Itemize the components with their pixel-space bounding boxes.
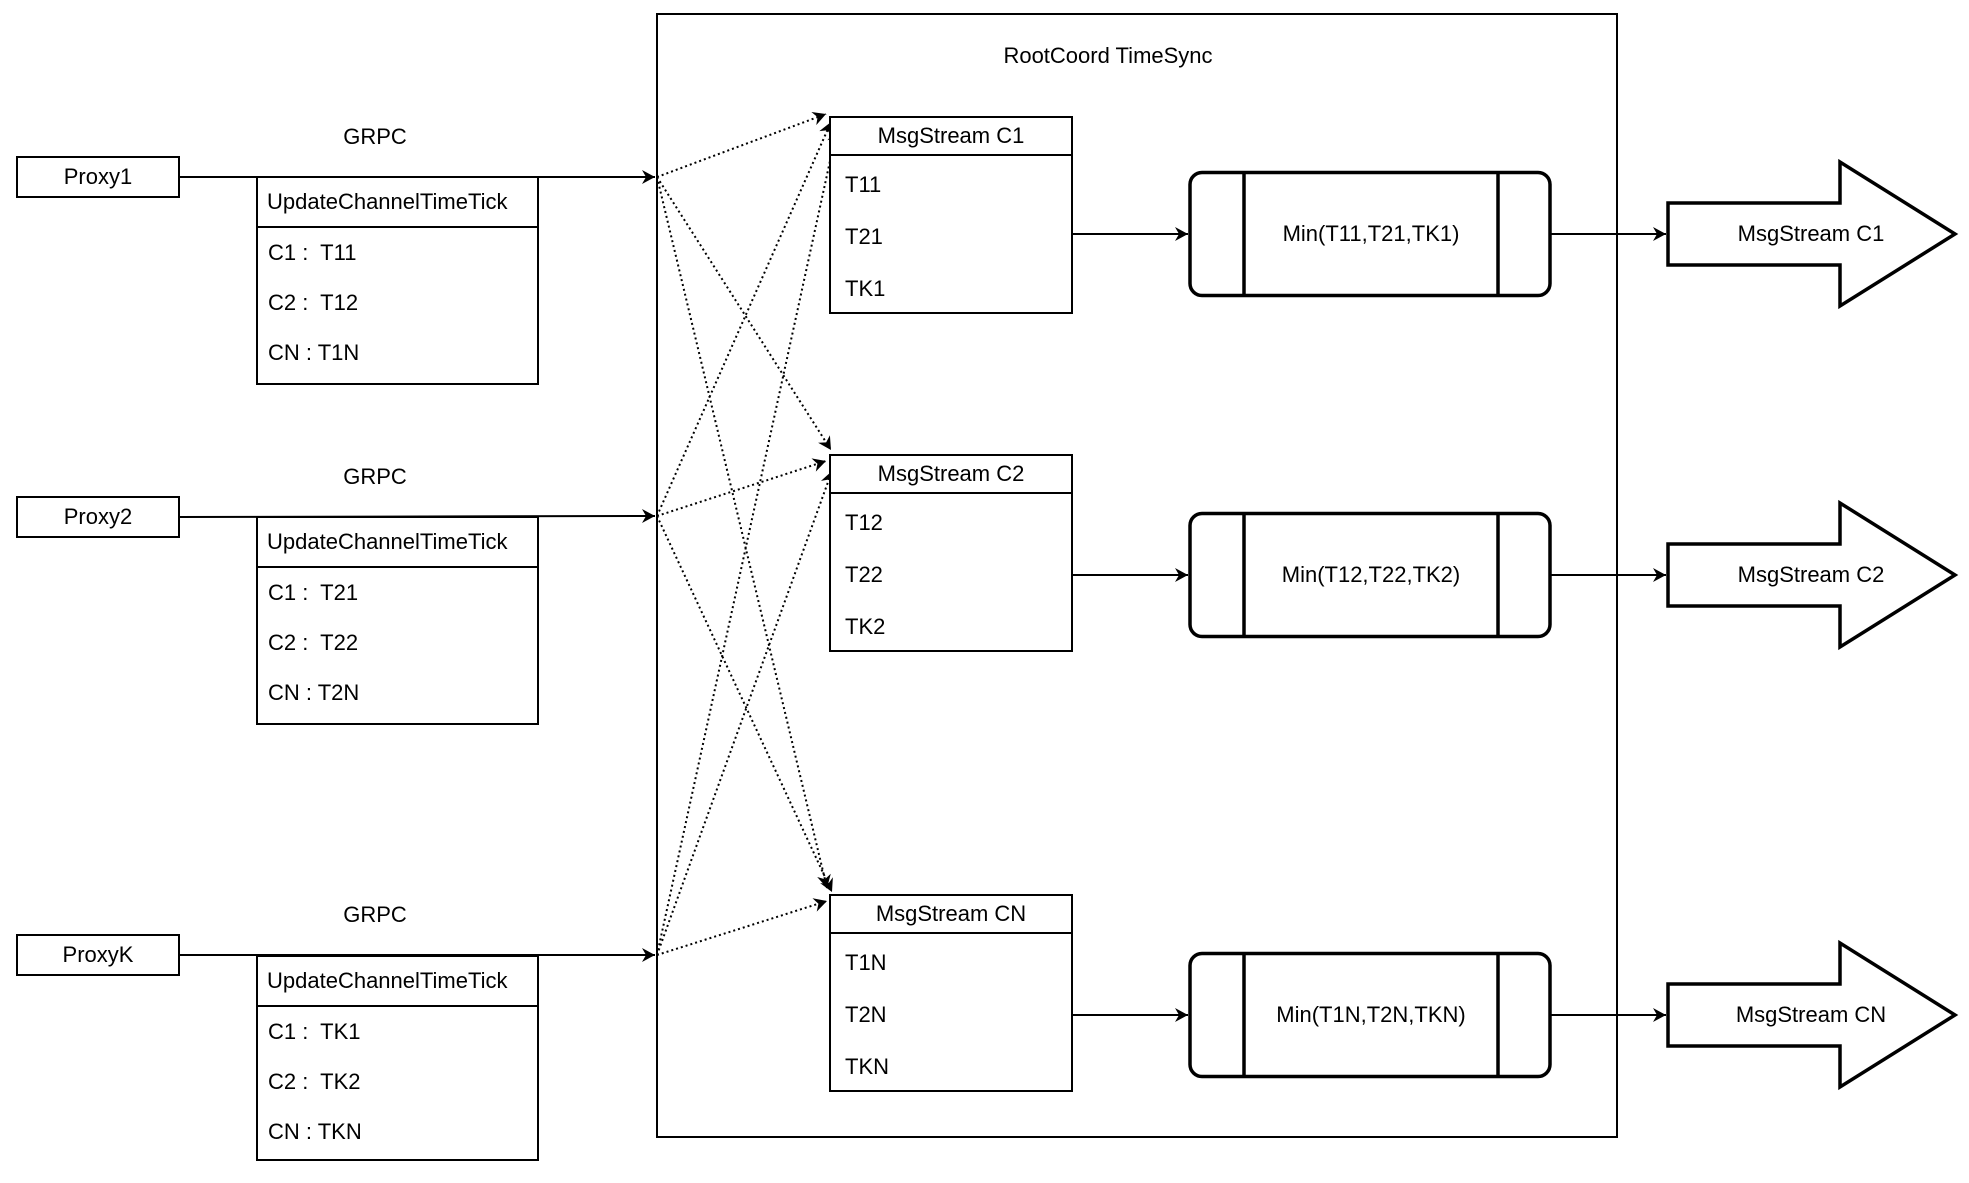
msgstream-cn-header: MsgStream CN (875, 901, 1027, 926)
uctt-row: CN : T1N (268, 340, 360, 365)
uctt-header-3: UpdateChannelTimeTick (267, 968, 508, 993)
min-process-shapes (1188, 170, 1552, 1079)
uctt-row: CN : TKN (268, 1119, 362, 1144)
fanout-dotted-edges (656, 111, 842, 956)
min-label-3: Min(T1N,T2N,TKN) (1276, 1002, 1466, 1027)
proxy1-box (16, 156, 180, 198)
uctt-row: C1 : TK1 (268, 1019, 361, 1044)
uctt-table-1 (256, 176, 539, 385)
tick-row: T21 (845, 224, 883, 249)
uctt-table-2 (256, 516, 539, 725)
output-label-c1: MsgStream C1 (1737, 221, 1885, 246)
tick-row: TK1 (845, 276, 886, 301)
grpc-label-1: GRPC (343, 124, 407, 149)
uctt-row: C1 : T11 (268, 240, 357, 265)
proxy-boxes (16, 156, 180, 976)
output-label-cn: MsgStream CN (1735, 1002, 1887, 1027)
msgstream-c2-table (829, 454, 1073, 652)
output-fat-arrows (1666, 158, 1959, 1091)
min-label-1: Min(T11,T21,TK1) (1282, 221, 1460, 246)
uctt-row: C2 : T22 (268, 630, 359, 655)
msgstream-c1-table (829, 116, 1073, 314)
uctt-header-1: UpdateChannelTimeTick (267, 189, 508, 214)
tick-row: T12 (845, 510, 883, 535)
uctt-table-3 (256, 955, 539, 1161)
output-label-c2: MsgStream C2 (1737, 562, 1885, 587)
tick-row: T1N (845, 950, 887, 975)
output-arrow-c1 (1666, 158, 1959, 310)
tick-row: TKN (845, 1054, 889, 1079)
tick-row: TK2 (845, 614, 886, 639)
uctt-row: C2 : TK2 (268, 1069, 361, 1094)
output-arrow-c2 (1666, 499, 1959, 651)
tick-row: T2N (845, 1002, 887, 1027)
proxy2-label: Proxy2 (63, 504, 133, 529)
uctt-header-2: UpdateChannelTimeTick (267, 529, 508, 554)
output-arrow-cn (1666, 939, 1959, 1091)
uctt-row: CN : T2N (268, 680, 360, 705)
min-to-output-edges (1550, 227, 1666, 1022)
rootcoord-title: RootCoord TimeSync (1003, 43, 1213, 68)
msgstream-c1-header: MsgStream C1 (877, 123, 1025, 148)
proxy2-box (16, 496, 180, 538)
uctt-row: C1 : T21 (268, 580, 359, 605)
grpc-label-3: GRPC (343, 902, 407, 927)
msgstream-tables (829, 116, 1073, 1092)
min-label-2: Min(T12,T22,TK2) (1281, 562, 1461, 587)
proxyk-label: ProxyK (62, 942, 134, 967)
msgstream-cn-table (829, 894, 1073, 1092)
uctt-row: C2 : T12 (268, 290, 359, 315)
stream-to-min-edges (1072, 227, 1188, 1022)
update-channel-timetick-tables (256, 176, 539, 1161)
proxy1-label: Proxy1 (63, 164, 133, 189)
tick-row: T22 (845, 562, 883, 587)
msgstream-c2-header: MsgStream C2 (877, 461, 1025, 486)
grpc-label-2: GRPC (343, 464, 407, 489)
tick-row: T11 (845, 172, 882, 197)
